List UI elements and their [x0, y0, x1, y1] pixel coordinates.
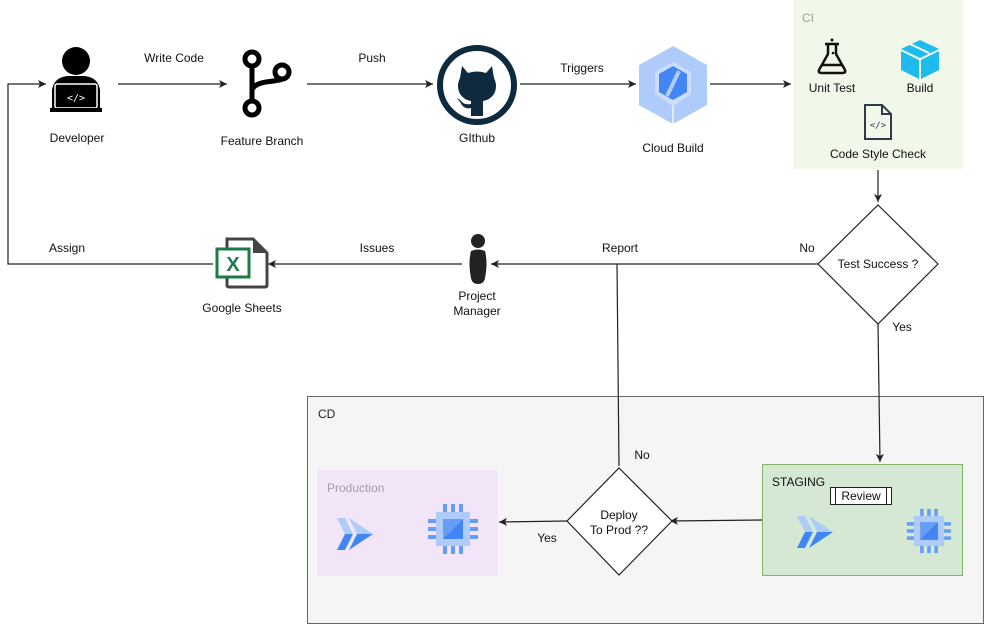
deploy-diamond — [566, 467, 673, 576]
edge-yes-staging — [875, 323, 884, 463]
label-yes-deploy: Yes — [537, 531, 557, 545]
ci-group: CI — [793, 0, 963, 169]
developer-icon: </> — [50, 47, 102, 112]
spreadsheet-icon: X — [215, 237, 269, 289]
build-box-icon — [901, 40, 939, 79]
label-assign: Assign — [48, 241, 86, 255]
feature-branch-label: Feature Branch — [220, 134, 304, 148]
code-file-icon: </> — [864, 104, 892, 140]
svg-text:X: X — [226, 254, 240, 276]
production-group-title: Production — [327, 481, 385, 495]
test-success-decision: Test Success ? — [837, 257, 919, 271]
person-icon — [469, 234, 487, 284]
compute-chip-icon — [906, 508, 952, 554]
label-yes-test: Yes — [892, 320, 912, 334]
github-icon — [437, 45, 517, 125]
svg-text:</>: </> — [870, 121, 887, 131]
ci-group-title: CI — [802, 11, 814, 25]
cd-group-title: CD — [318, 407, 336, 421]
edge-assign — [7, 80, 213, 265]
label-issues: Issues — [359, 241, 395, 255]
staging-group-title: STAGING — [772, 475, 826, 489]
svg-text:</>: </> — [67, 93, 85, 104]
edge-staging-to-deploy — [669, 516, 763, 525]
unit-test-label: Unit Test — [808, 81, 856, 95]
cloud-build-label: Cloud Build — [642, 141, 704, 155]
label-report: Report — [601, 241, 639, 255]
project-manager-label-line1: Project — [458, 289, 496, 303]
deploy-decision-line2: To Prod ?? — [589, 523, 649, 537]
label-no-deploy: No — [634, 448, 650, 462]
label-no-test: No — [799, 241, 815, 255]
cloud-deploy-icon — [797, 516, 833, 548]
review-step: Review — [830, 487, 892, 505]
review-label: Review — [841, 489, 881, 503]
label-triggers: Triggers — [560, 61, 604, 75]
compute-chip-icon — [428, 504, 478, 554]
cloud-build-icon — [639, 46, 707, 124]
edge-report-down — [616, 263, 620, 467]
cloud-deploy-icon — [337, 518, 373, 550]
project-manager-label-line2: Manager — [453, 304, 501, 318]
flask-icon — [817, 38, 847, 75]
edge-yes-production — [498, 517, 568, 526]
github-label: GIthub — [458, 131, 496, 145]
developer-label: Developer — [49, 131, 105, 145]
build-label: Build — [906, 81, 934, 95]
label-write-code: Write Code — [144, 51, 204, 65]
deploy-decision-line1: Deploy — [600, 508, 638, 522]
code-style-check-label: Code Style Check — [829, 147, 927, 161]
google-sheets-label: Google Sheets — [202, 301, 282, 315]
label-push: Push — [358, 51, 386, 65]
git-branch-icon — [242, 49, 292, 118]
